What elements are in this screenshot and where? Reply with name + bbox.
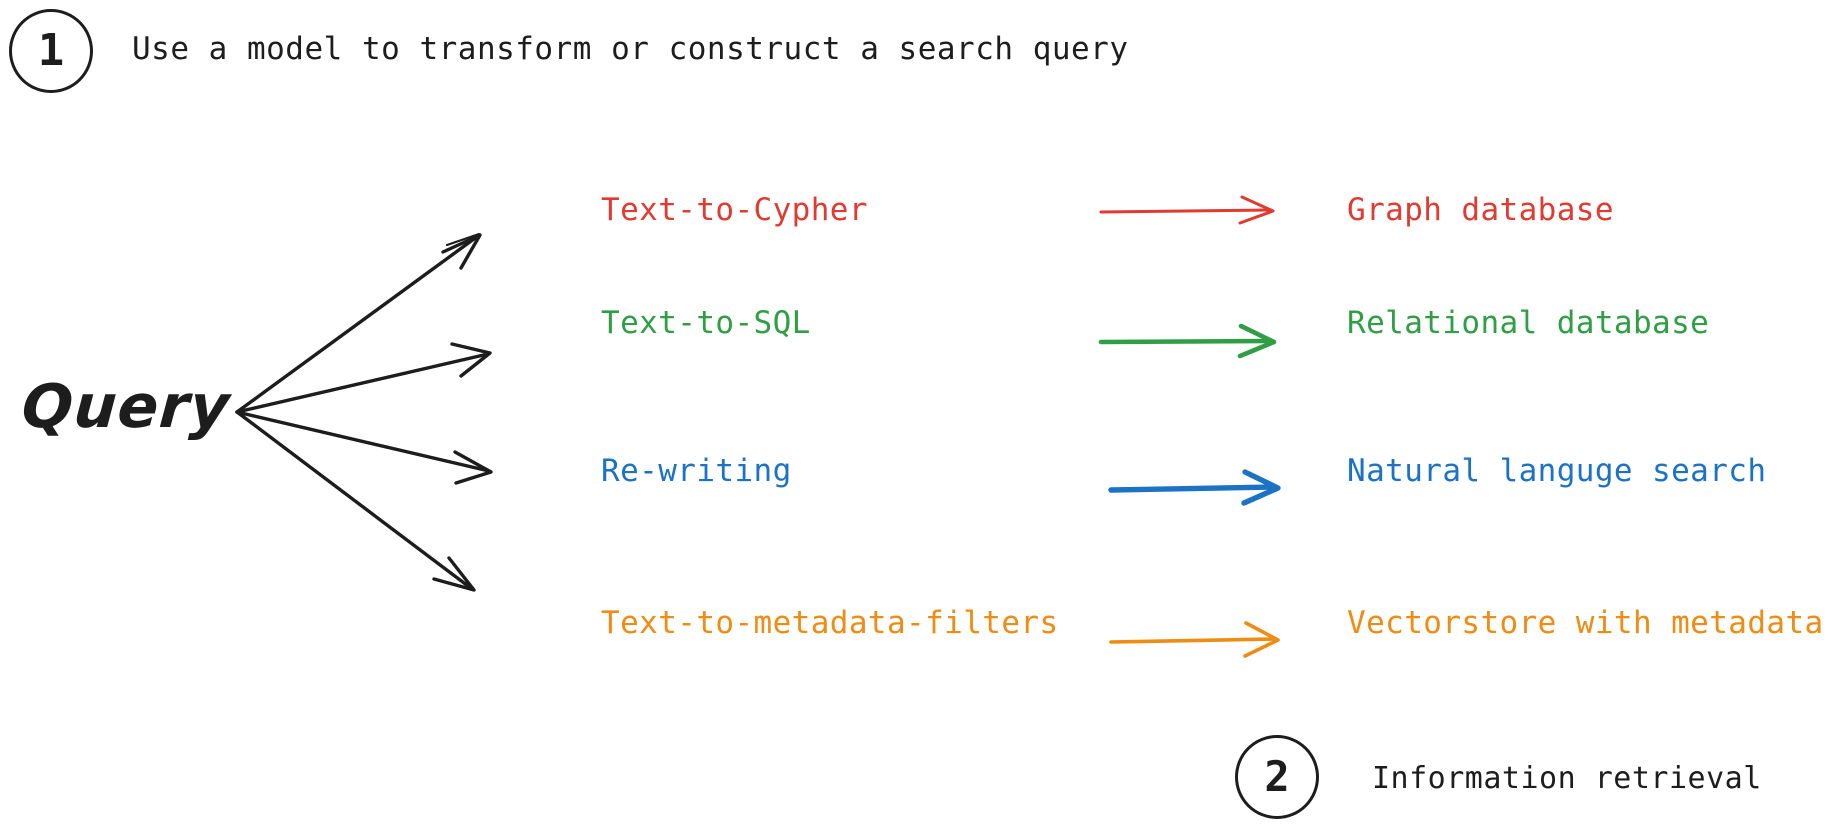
arrow-right-icon-row-2 xyxy=(1098,323,1277,359)
query-label: Query xyxy=(19,372,233,442)
step-2-badge: 2 xyxy=(1235,735,1319,819)
target-label-relational-database: Relational database xyxy=(1347,305,1710,341)
target-label-natural-language-search: Natural languge search xyxy=(1347,453,1767,489)
step-1-badge: 1 xyxy=(9,9,93,93)
arrow-right-icon-row-1 xyxy=(1099,195,1275,225)
arrow-right-icon-row-4 xyxy=(1109,621,1280,658)
source-label-text-to-sql: Text-to-SQL xyxy=(601,305,811,341)
target-label-graph-database: Graph database xyxy=(1347,192,1614,228)
step-1-caption: Use a model to transform or construct a … xyxy=(132,31,1129,67)
target-label-vectorstore-with-metadata: Vectorstore with metadata xyxy=(1347,605,1824,641)
source-label-re-writing: Re-writing xyxy=(601,453,792,489)
step-2-caption: Information retrieval xyxy=(1372,761,1762,796)
source-label-text-to-metadata-filters: Text-to-metadata-filters xyxy=(601,605,1059,641)
source-label-text-to-cypher: Text-to-Cypher xyxy=(601,192,868,228)
arrow-right-icon-row-3 xyxy=(1108,469,1281,506)
